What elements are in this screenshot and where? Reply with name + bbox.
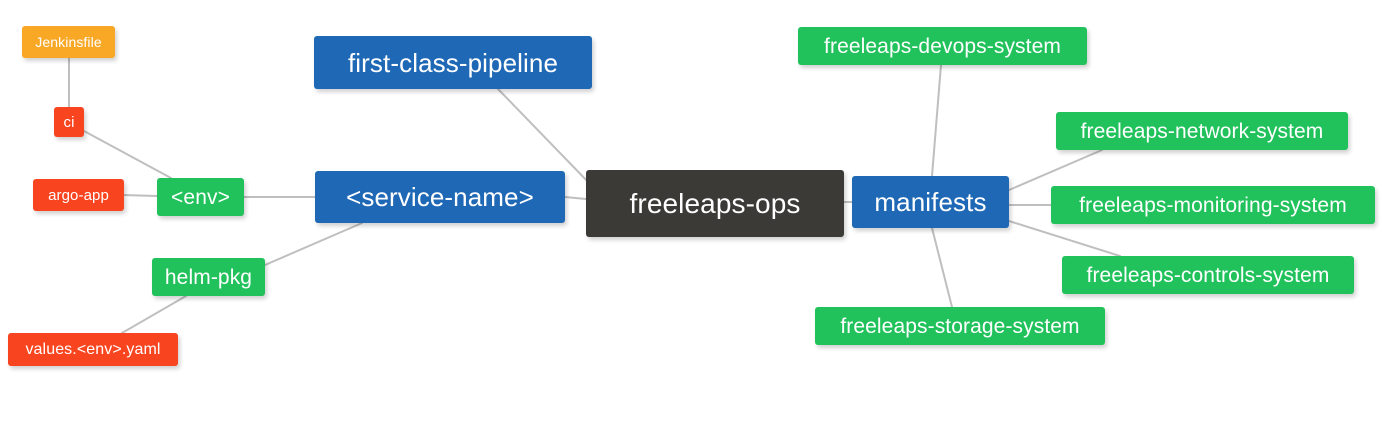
mindmap-node-first-class-pipeline[interactable]: first-class-pipeline (314, 36, 592, 89)
edge-manifests-to-freeleaps-storage-system (931, 227, 953, 308)
edge-manifests-to-freeleaps-controls-system (1008, 220, 1121, 257)
mindmap-node-jenkinsfile[interactable]: Jenkinsfile (22, 26, 115, 58)
edge-manifests-to-freeleaps-network-system (1008, 149, 1103, 191)
mindmap-node-freeleaps-storage-system[interactable]: freeleaps-storage-system (815, 307, 1105, 345)
mindmap-node-freeleaps-network-system[interactable]: freeleaps-network-system (1056, 112, 1348, 150)
edge-env-to-argo-app (123, 194, 158, 197)
mindmap-node-service-name[interactable]: <service-name> (315, 171, 565, 223)
edge-service-name-to-helm-pkg (264, 222, 363, 266)
mindmap-node-values-env-yaml[interactable]: values.<env>.yaml (8, 333, 178, 366)
edge-helm-pkg-to-values-env-yaml (121, 295, 187, 334)
mindmap-node-helm-pkg[interactable]: helm-pkg (152, 258, 265, 296)
mindmap-node-freeleaps-ops[interactable]: freeleaps-ops (586, 170, 844, 237)
mindmap-node-freeleaps-devops-system[interactable]: freeleaps-devops-system (798, 27, 1087, 65)
mindmap-node-argo-app[interactable]: argo-app (33, 179, 124, 211)
mindmap-node-manifests[interactable]: manifests (852, 176, 1009, 228)
edge-freeleaps-ops-to-service-name (564, 196, 587, 200)
edge-env-to-ci (83, 130, 172, 179)
mindmap-node-freeleaps-monitoring-system[interactable]: freeleaps-monitoring-system (1051, 186, 1375, 224)
mindmap-node-ci[interactable]: ci (54, 107, 84, 137)
mindmap-node-env[interactable]: <env> (157, 178, 244, 216)
mindmap-node-freeleaps-controls-system[interactable]: freeleaps-controls-system (1062, 256, 1354, 294)
edge-manifests-to-freeleaps-devops-system (931, 64, 942, 177)
